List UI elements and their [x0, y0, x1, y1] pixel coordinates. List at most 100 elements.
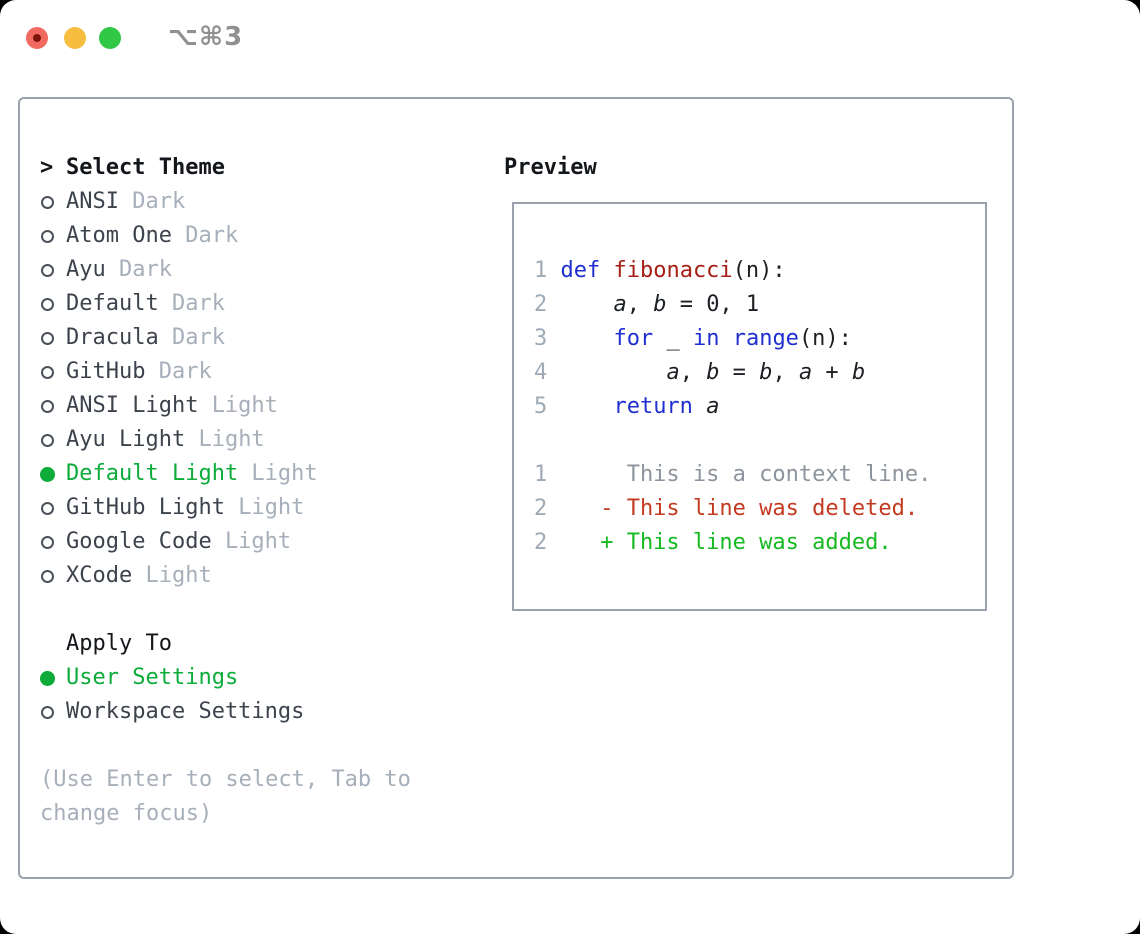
code-token: a — [798, 360, 813, 385]
variant-label: Light — [224, 529, 292, 554]
variant-label: Light — [238, 495, 305, 520]
help-text-line: change focus) — [40, 801, 213, 826]
section-gap — [40, 729, 490, 763]
selection-cursor: > — [40, 155, 54, 180]
radio-unselected-icon — [40, 569, 66, 583]
code-token: b — [759, 360, 773, 385]
variant-label: Light — [211, 393, 278, 418]
code-token — [693, 394, 706, 419]
radio-unselected-icon — [40, 331, 66, 345]
option-label: Google Code — [66, 529, 212, 554]
code-token: fibonacci — [613, 258, 733, 283]
code-token — [560, 326, 613, 351]
help-text-line: (Use Enter to select, Tab to — [40, 767, 411, 792]
code-token: , — [772, 360, 799, 385]
option-label: Default — [66, 291, 159, 316]
code-token — [560, 292, 613, 317]
code-token — [560, 394, 613, 419]
option-label: GitHub — [66, 359, 146, 384]
radio-unselected-icon — [40, 399, 66, 413]
close-button[interactable] — [26, 27, 48, 49]
line-number: 5 — [534, 394, 548, 419]
code-line — [534, 424, 985, 458]
code-token: This is a context line. — [560, 462, 932, 487]
theme-list-header: > Select Theme — [40, 151, 490, 185]
theme-option-github-light[interactable]: GitHub Light Light — [40, 491, 490, 525]
option-label: ANSI — [66, 189, 119, 214]
code-line: 3 for _ in range(n): — [534, 322, 985, 356]
variant-label: Light — [198, 427, 265, 452]
help-text: (Use Enter to select, Tab to change focus… — [40, 763, 490, 831]
line-number: 1 — [534, 462, 548, 487]
theme-option-ansi-light[interactable]: ANSI Light Light — [40, 389, 490, 423]
option-label: XCode — [66, 563, 133, 588]
theme-option-default[interactable]: Default Dark — [40, 287, 490, 321]
apply-option-user-settings[interactable]: User Settings — [40, 661, 490, 695]
theme-option-ayu-light[interactable]: Ayu Light Light — [40, 423, 490, 457]
code-token: for — [613, 326, 654, 351]
code-token: b — [653, 292, 667, 317]
radio-selected-icon — [40, 466, 66, 482]
theme-list-title: Select Theme — [66, 155, 225, 180]
code-token: (n): — [798, 326, 852, 351]
code-token: _ — [653, 326, 693, 351]
option-label: Ayu Light — [66, 427, 186, 452]
option-label: Default Light — [66, 461, 239, 486]
line-number: 2 — [534, 496, 548, 521]
diff-line: 2 + This line was added. — [534, 526, 985, 560]
code-line: 2 a, b = 0, 1 — [534, 288, 985, 322]
radio-unselected-icon — [40, 297, 66, 311]
theme-option-google-code[interactable]: Google Code Light — [40, 525, 490, 559]
option-label: GitHub Light — [66, 495, 225, 520]
code-token: def — [560, 258, 601, 283]
zoom-button[interactable] — [99, 27, 121, 49]
apply-option-workspace-settings[interactable]: Workspace Settings — [40, 695, 490, 729]
radio-unselected-icon — [40, 501, 66, 515]
code-token: b — [706, 360, 720, 385]
code-token: (n): — [732, 258, 786, 283]
code-token — [560, 360, 666, 385]
line-number: 4 — [534, 360, 548, 385]
code-token: - This line was deleted. — [560, 496, 919, 521]
option-label: User Settings — [66, 665, 239, 690]
code-token: a — [666, 360, 680, 385]
diff-line: 2 - This line was deleted. — [534, 492, 985, 526]
apply-to-header: Apply To — [40, 627, 490, 661]
option-label: Workspace Settings — [66, 699, 305, 724]
code-line: 5 return a — [534, 390, 985, 424]
line-number: 2 — [534, 292, 548, 317]
section-gap — [40, 593, 490, 627]
minimize-button[interactable] — [64, 27, 86, 49]
line-number: 3 — [534, 326, 548, 351]
option-label: ANSI Light — [66, 393, 199, 418]
diff-line: 1 This is a context line. — [534, 458, 985, 492]
radio-unselected-icon — [40, 263, 66, 277]
code-token: + This line was added. — [560, 530, 892, 555]
code-token — [600, 258, 613, 283]
variant-label: Dark — [171, 291, 225, 316]
code-token — [719, 326, 732, 351]
variant-label: Light — [145, 563, 212, 588]
radio-selected-icon — [40, 670, 66, 686]
theme-option-xcode[interactable]: XCode Light — [40, 559, 490, 593]
code-token: , — [679, 360, 707, 385]
line-number: 2 — [534, 530, 548, 555]
code-token: , — [626, 292, 654, 317]
titlebar: ⌥⌘3 — [0, 0, 1140, 76]
variant-label: Dark — [171, 325, 225, 350]
variant-label: Dark — [185, 223, 239, 248]
variant-label: Dark — [118, 257, 172, 282]
radio-unselected-icon — [40, 195, 66, 209]
code-token: b — [851, 360, 866, 385]
